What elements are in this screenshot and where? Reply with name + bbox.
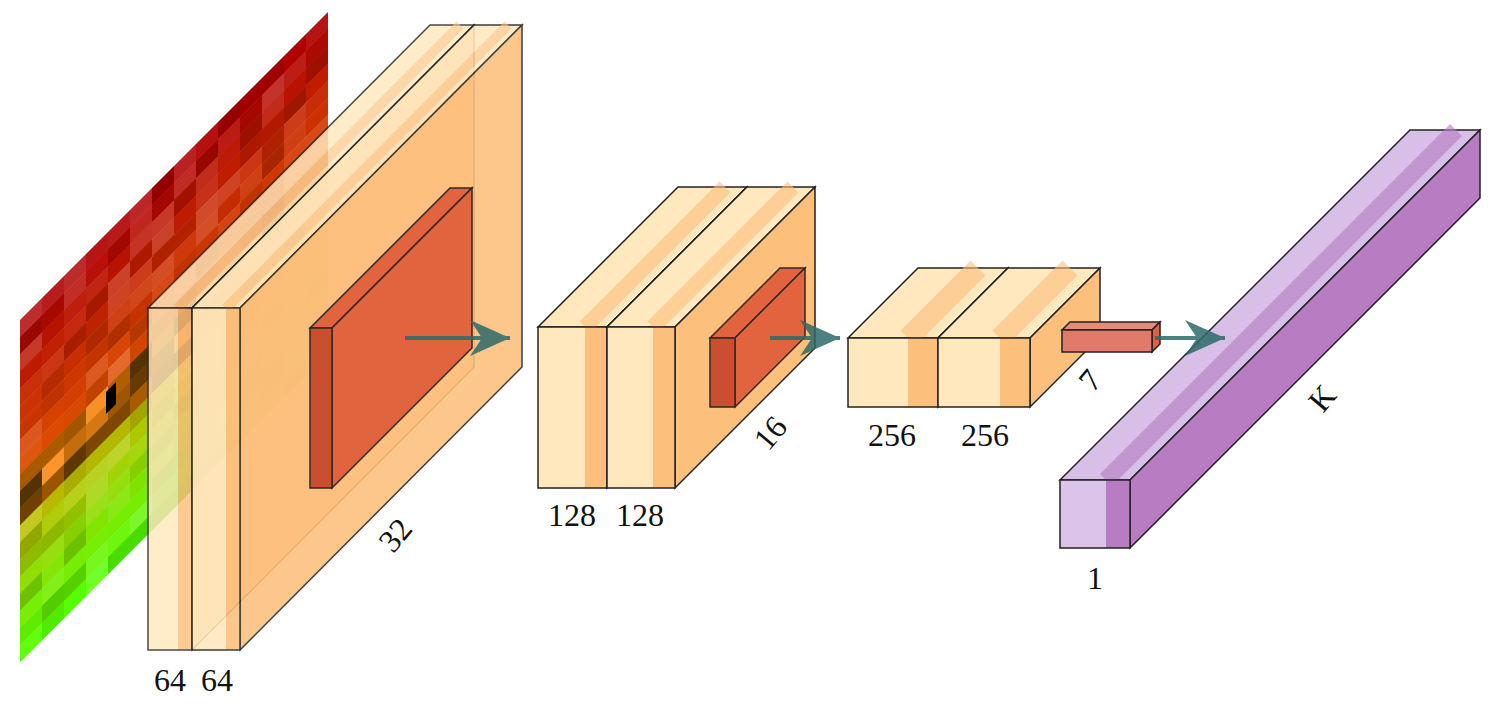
image-cell <box>20 623 42 663</box>
image-pixel <box>106 382 116 414</box>
image-cell <box>64 579 86 619</box>
dimension-label: 32 <box>372 512 417 557</box>
prism-top <box>1060 130 1480 480</box>
dimension-label: 16 <box>747 410 792 455</box>
prism-side <box>240 25 522 650</box>
flow-arrow <box>770 320 840 356</box>
dimension-label: 7 <box>1073 364 1108 397</box>
image-cell <box>42 601 64 641</box>
dimension-label: 128 <box>616 499 664 531</box>
dimension-label: 256 <box>961 419 1009 451</box>
prism <box>1060 130 1480 548</box>
dimension-label: 128 <box>548 499 596 531</box>
prism-top <box>1062 322 1160 330</box>
dimension-label: 256 <box>868 419 916 451</box>
image-cell <box>86 557 108 597</box>
prism <box>192 25 522 650</box>
dimension-label: 64 <box>154 664 186 696</box>
flow-arrow <box>405 320 510 356</box>
prism <box>1062 322 1160 352</box>
dimension-label: 1 <box>1087 562 1103 594</box>
dimension-label: K <box>1302 379 1341 417</box>
image-cell <box>108 535 130 575</box>
dimension-label: 64 <box>201 664 233 696</box>
prism-side <box>1130 130 1480 548</box>
flow-arrow <box>1155 320 1225 356</box>
